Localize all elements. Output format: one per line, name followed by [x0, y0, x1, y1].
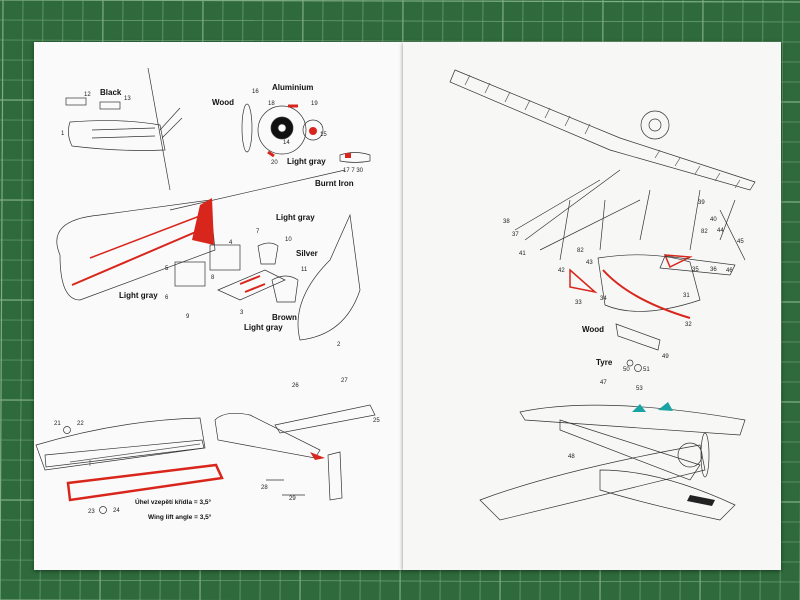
- part-number: 16: [252, 89, 259, 95]
- instruction-page-right: [403, 42, 781, 570]
- part-number: 43: [586, 260, 593, 266]
- mat-grid-line: [0, 0, 800, 3]
- part-number: 41: [519, 251, 526, 257]
- part-number: 22: [77, 421, 84, 427]
- part-number: 46: [726, 268, 733, 274]
- part-number: 6: [165, 295, 169, 301]
- part-number: 3: [240, 310, 244, 316]
- part-number: 51: [643, 367, 650, 373]
- part-number-group: 17 7 30: [343, 168, 364, 174]
- part-number: 7: [256, 229, 260, 235]
- part-number: 19: [311, 101, 318, 107]
- part-number: 38: [503, 219, 510, 225]
- part-number: 2: [337, 342, 341, 348]
- wing-tail-diagram: [35, 404, 376, 514]
- part-number: 82: [701, 229, 708, 235]
- upper-wing-struts-diagram: [449, 69, 756, 372]
- color-label-wood: Wood: [212, 98, 235, 107]
- part-number: 24: [113, 508, 120, 514]
- part-number: 25: [373, 418, 380, 424]
- part-number: 14: [283, 140, 290, 146]
- color-label-tyre: Tyre: [596, 358, 613, 367]
- mat-grid-line: [0, 39, 800, 43]
- part-number: 13: [124, 96, 131, 102]
- part-number: 33: [575, 300, 582, 306]
- color-label-silver: Silver: [296, 249, 318, 258]
- part-number: 39: [698, 200, 705, 206]
- color-label-burnt-iron: Burnt Iron: [315, 179, 354, 188]
- part-number: 8: [211, 275, 215, 281]
- part-number: 40: [710, 217, 717, 223]
- part-number: 21: [54, 421, 61, 427]
- color-label-brown: Brown: [272, 313, 297, 322]
- wing-angle-note-cz: Úhel vzepětí křídla = 3,5°: [135, 499, 212, 506]
- part-number: 29: [289, 496, 296, 502]
- color-label-wood: Wood: [582, 325, 605, 334]
- part-number: 50: [623, 367, 630, 373]
- part-number: 42: [558, 268, 565, 274]
- part-number: 26: [292, 383, 299, 389]
- color-label-black: Black: [100, 88, 122, 97]
- part-number: 36: [710, 267, 717, 273]
- color-label-light-gray: Light gray: [244, 323, 283, 332]
- wing-angle-note-en: Wing lift angle = 3,5°: [148, 514, 212, 521]
- mat-grid-line: [0, 19, 800, 23]
- color-label-light-gray: Light gray: [276, 213, 315, 222]
- part-number: 18: [268, 101, 275, 107]
- part-number: 28: [261, 485, 268, 491]
- mat-grid-line: [0, 579, 800, 583]
- part-number: 35: [692, 267, 699, 273]
- part-number: 27: [341, 378, 348, 384]
- part-number: 44: [717, 228, 724, 234]
- part-number: 10: [285, 237, 292, 243]
- part-number: 82: [577, 248, 584, 254]
- color-label-light-gray: Light gray: [287, 157, 326, 166]
- part-number: 45: [737, 239, 744, 245]
- engine-diagram: [169, 103, 371, 211]
- fuselage-interior-diagram: [56, 198, 361, 341]
- part-number: 5: [165, 266, 169, 272]
- part-number: 11: [301, 267, 308, 273]
- part-number: 1: [61, 131, 65, 137]
- final-assembly-diagram: [479, 402, 746, 521]
- part-number: 32: [685, 322, 692, 328]
- part-number: 48: [568, 454, 575, 460]
- part-number: 23: [88, 509, 95, 515]
- fuselage-front-diagram: [65, 67, 183, 191]
- part-number: 12: [84, 92, 91, 98]
- part-number: 34: [600, 296, 607, 302]
- part-number: 53: [636, 386, 643, 392]
- part-number: 49: [662, 354, 669, 360]
- part-number: 9: [186, 314, 190, 320]
- color-label-light-gray: Light gray: [119, 291, 158, 300]
- part-number: 20: [271, 160, 278, 166]
- part-number: 31: [683, 293, 690, 299]
- part-number: 4: [229, 240, 233, 246]
- color-label-aluminium: Aluminium: [272, 83, 314, 92]
- part-number: 15: [320, 132, 327, 138]
- part-number: 37: [512, 232, 519, 238]
- part-number: 47: [600, 380, 607, 386]
